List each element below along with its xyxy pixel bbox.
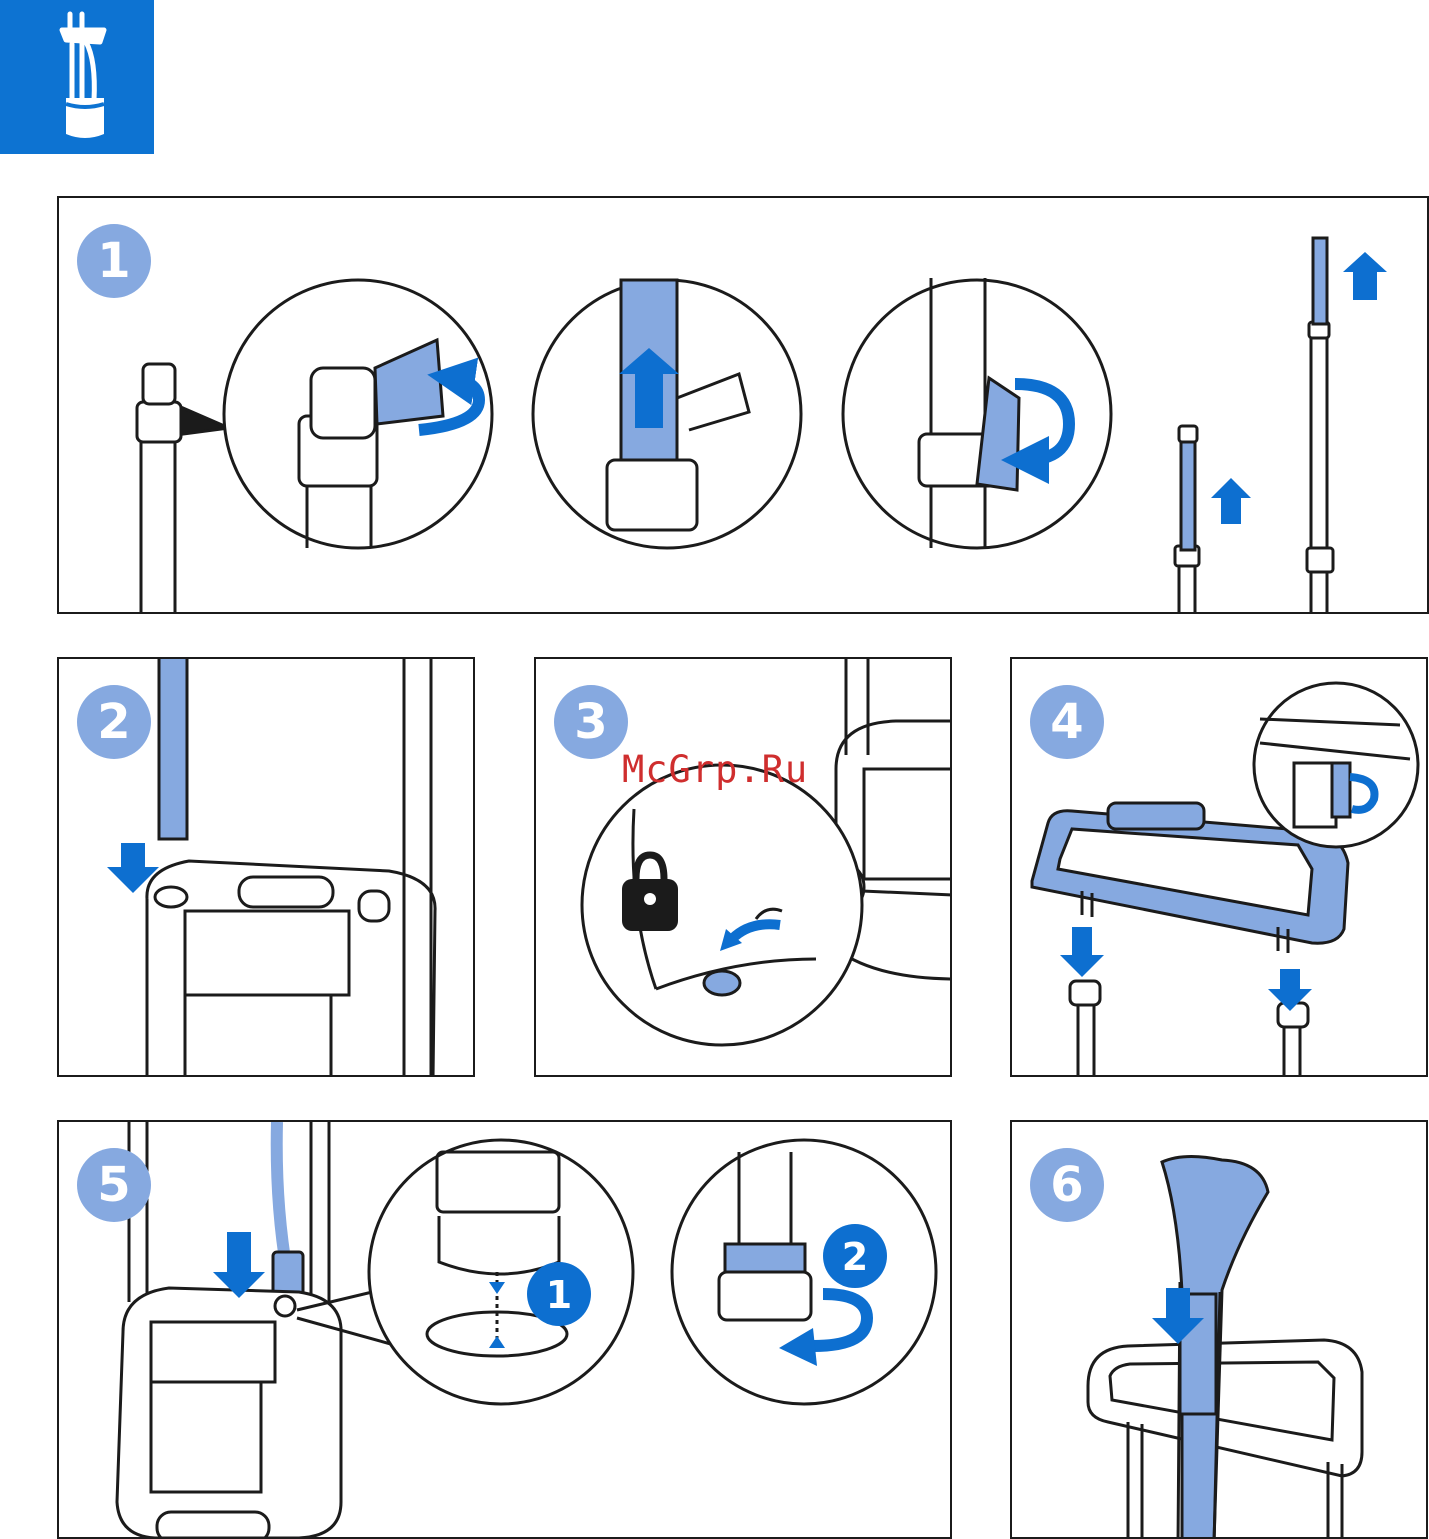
step-2-panel: 2 — [57, 657, 475, 1077]
step-5-illustration: 1 2 — [59, 1122, 952, 1539]
sub-step-1-label: 1 — [546, 1273, 572, 1317]
step-1-panel: 1 — [57, 196, 1429, 614]
step-4-badge: 4 — [1030, 685, 1104, 759]
watermark-text: McGrp.Ru — [622, 748, 808, 791]
step-5-panel: 1 2 5 — [57, 1120, 952, 1539]
step-4-panel: 4 — [1010, 657, 1428, 1077]
sub-step-2-label: 2 — [842, 1235, 868, 1279]
step-2-badge: 2 — [77, 685, 151, 759]
step-6-badge: 6 — [1030, 1148, 1104, 1222]
step-3-badge: 3 — [554, 685, 628, 759]
step-3-panel: 3 — [534, 657, 952, 1077]
step-1-badge: 1 — [77, 224, 151, 298]
header-icon-tile — [0, 0, 154, 154]
step-6-panel: 6 — [1010, 1120, 1428, 1539]
garment-steamer-icon — [0, 0, 154, 154]
step-1-illustration — [59, 198, 1429, 614]
step-5-badge: 5 — [77, 1148, 151, 1222]
